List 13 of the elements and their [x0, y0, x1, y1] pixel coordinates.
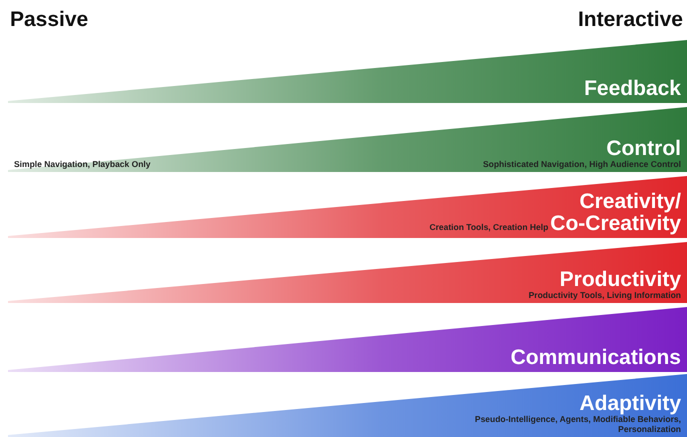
- band-description: Sophisticated Navigation, High Audience Control: [482, 160, 681, 169]
- band-heading: Adaptivity: [579, 393, 681, 416]
- band-heading: Creativity/ Co-Creativity: [550, 190, 681, 235]
- band-description: Pseudo-Intelligence, Agents, Modifiable Behaviors, Personalization: [474, 415, 681, 434]
- band-description: Simple Navigation, Playback Only: [14, 159, 151, 169]
- band-description: Creation Tools, Creation Help: [429, 222, 548, 232]
- scale-label: Passive: [10, 8, 88, 32]
- band-heading: Communications: [510, 346, 681, 369]
- band-description: Productivity Tools, Living Information: [528, 290, 681, 300]
- band-heading: Feedback: [584, 78, 681, 100]
- band-heading: Control: [606, 138, 681, 160]
- band-heading: Productivity: [560, 268, 681, 291]
- scale-label: Interactive: [578, 8, 683, 32]
